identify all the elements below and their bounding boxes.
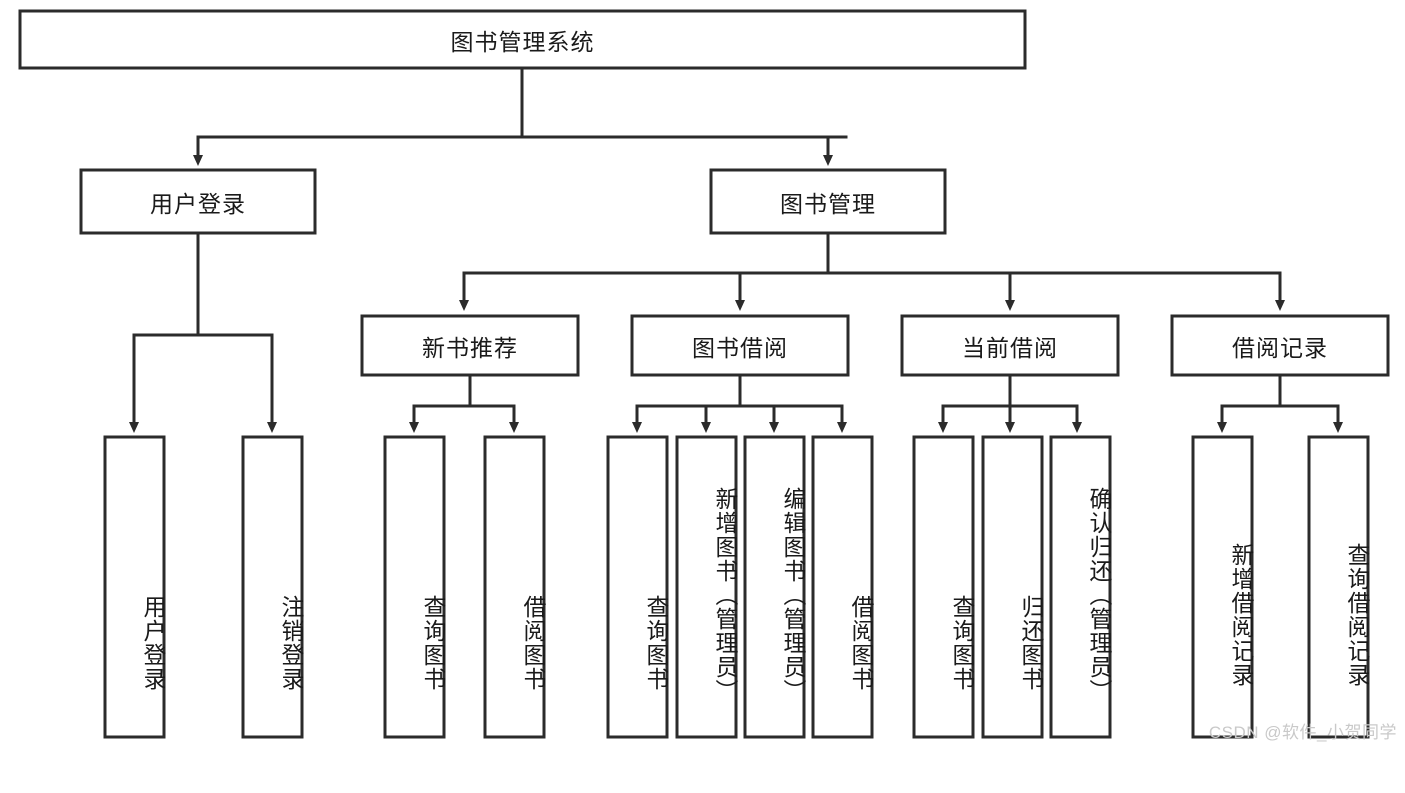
leaf-borrow-2[interactable] — [743, 435, 806, 739]
connector-current-to-leaves — [938, 373, 1082, 433]
leaf-user-login-0[interactable] — [103, 435, 166, 739]
connector-new-book-to-leaves — [409, 373, 519, 433]
node-book-borrow[interactable] — [630, 314, 850, 377]
node-root[interactable] — [18, 9, 1027, 70]
leaf-new-book-0[interactable] — [383, 435, 446, 739]
leaf-new-book-1[interactable] — [483, 435, 546, 739]
leaf-borrow-1[interactable] — [675, 435, 738, 739]
connector-root-to-level2 — [193, 66, 848, 166]
leaf-borrow-0[interactable] — [606, 435, 669, 739]
leaf-current-1[interactable] — [981, 435, 1044, 739]
diagram-canvas: 图书管理系统 用户登录 图书管理 新书推荐 图书借阅 当前借阅 借阅记录 用户登… — [18, 9, 1397, 742]
node-borrow-record[interactable] — [1170, 314, 1390, 377]
node-user-login[interactable] — [79, 168, 317, 235]
node-new-book-recommend[interactable] — [360, 314, 580, 377]
node-current-borrow[interactable] — [900, 314, 1120, 377]
leaf-user-login-1[interactable] — [241, 435, 304, 739]
node-book-management[interactable] — [709, 168, 947, 235]
leaf-borrow-3[interactable] — [811, 435, 874, 739]
connector-book-mgmt-to-level3 — [459, 231, 1285, 311]
leaf-record-0[interactable] — [1191, 435, 1254, 739]
diagram-svg — [18, 9, 1390, 739]
leaf-current-2[interactable] — [1049, 435, 1112, 739]
connector-borrow-to-leaves — [632, 373, 847, 433]
leaf-current-0[interactable] — [912, 435, 975, 739]
connector-user-login-to-leaves — [129, 231, 277, 433]
connector-record-to-leaves — [1217, 373, 1343, 433]
leaf-record-1[interactable] — [1307, 435, 1370, 739]
